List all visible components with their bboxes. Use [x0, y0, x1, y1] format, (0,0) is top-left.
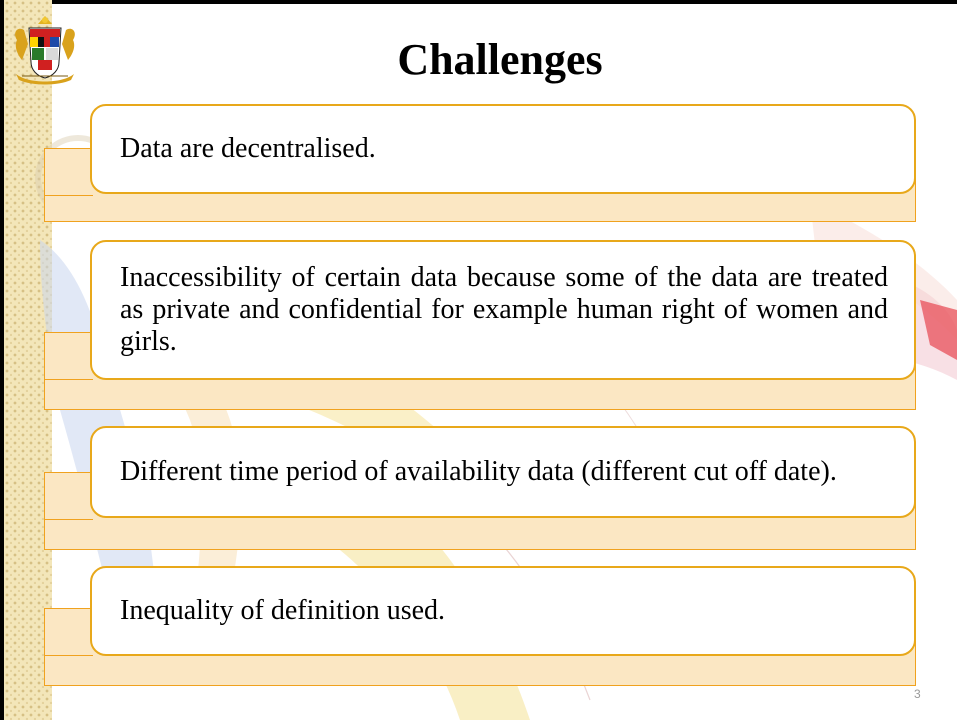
slide-title: Challenges [397, 35, 603, 84]
challenge-text: Data are decentralised. [120, 133, 376, 164]
coat-of-arms-emblem-icon [15, 16, 75, 85]
challenge-text: Different time period of availability da… [120, 456, 837, 487]
challenge-card: Different time period of availability da… [90, 426, 916, 518]
challenge-card: Inequality of definition used. [90, 566, 916, 656]
page-number: 3 [914, 687, 921, 701]
frame-left-border [0, 0, 4, 720]
challenge-text: Inequality of definition used. [120, 595, 446, 626]
challenge-card: Data are decentralised. [90, 104, 916, 194]
challenge-text: Inaccessibility of certain data because … [120, 262, 888, 357]
frame-top-border [0, 0, 957, 4]
challenge-card: Inaccessibility of certain data because … [90, 240, 916, 380]
